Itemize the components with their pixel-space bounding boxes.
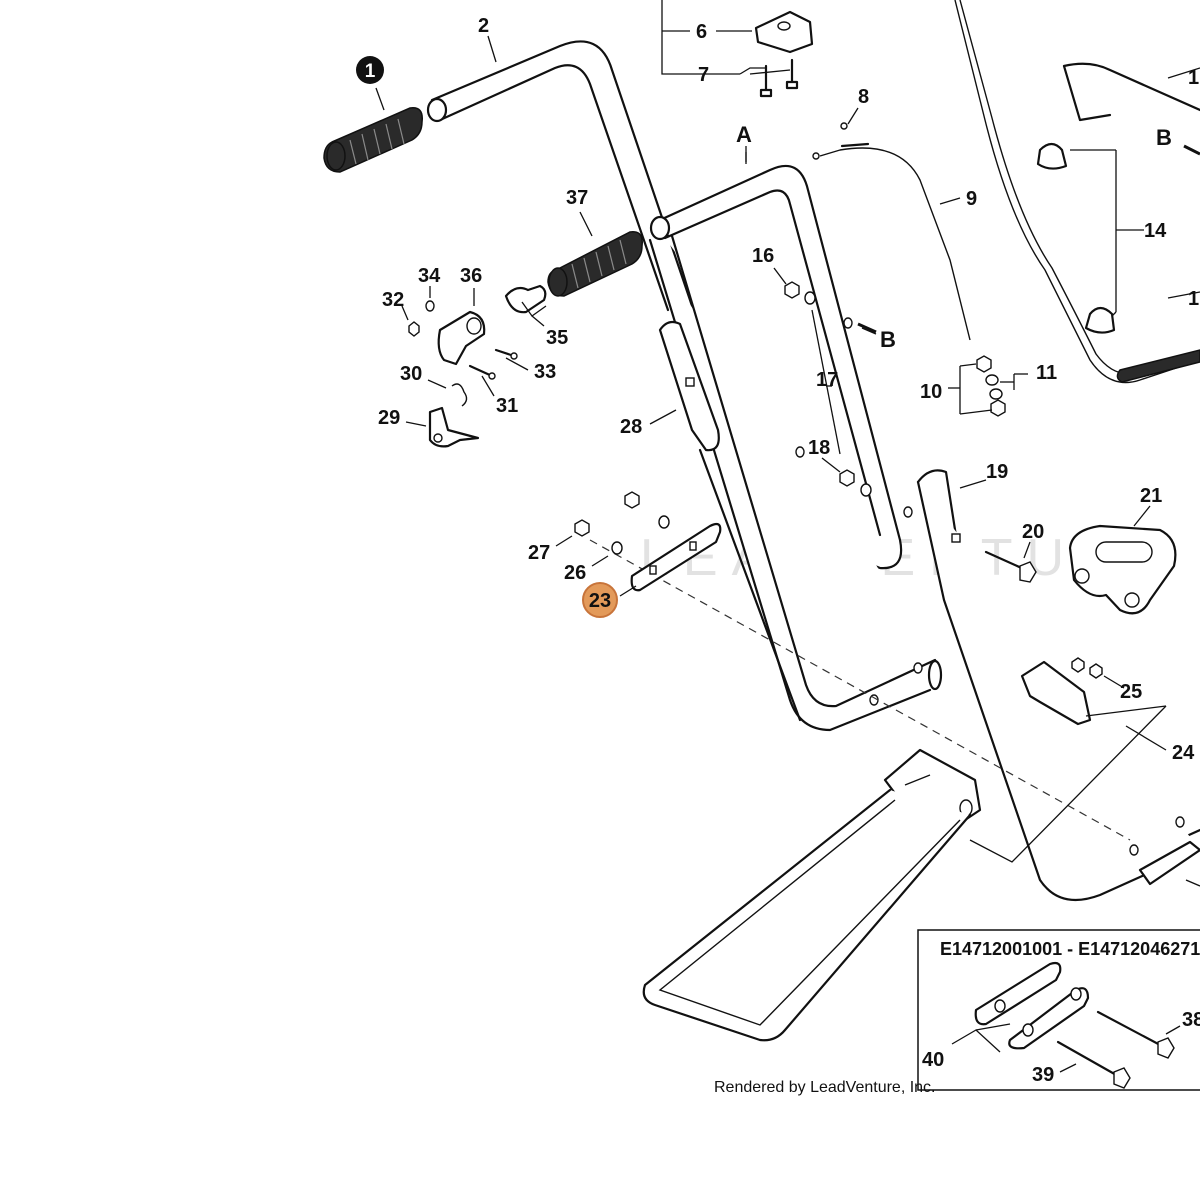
nut-32: [408, 321, 420, 337]
callout-34[interactable]: 34: [418, 265, 441, 287]
inset-bolt-38: [1096, 1010, 1164, 1048]
callout-36[interactable]: 36: [460, 265, 482, 287]
leader-lines: [375, 0, 1200, 863]
callout-letter-b1: B: [880, 327, 896, 352]
leader-b2: [1183, 144, 1200, 156]
bracket-23: [630, 522, 722, 592]
callout-24[interactable]: 24: [1172, 742, 1195, 764]
nut-10b: [990, 399, 1006, 417]
inset-bolt-39: [1056, 1040, 1120, 1078]
callout-32[interactable]: 32: [382, 289, 404, 311]
callout-19[interactable]: 19: [986, 461, 1008, 483]
cable-9: [812, 122, 971, 341]
callout-28[interactable]: 28: [620, 416, 642, 438]
callout-9[interactable]: 9: [966, 188, 977, 210]
callout-29[interactable]: 29: [378, 407, 400, 429]
callout-letter-b2: B: [1156, 125, 1172, 150]
callout-10[interactable]: 10: [920, 381, 942, 403]
callout-23-highlight[interactable]: 23: [582, 582, 618, 618]
washer-11b: [989, 388, 1003, 400]
callout-25[interactable]: 25: [1120, 681, 1142, 703]
housing-36: [437, 310, 486, 366]
grip-1: [323, 107, 423, 173]
screws-7: [759, 58, 799, 98]
nut-16: [784, 281, 800, 299]
grip-37: [547, 231, 643, 297]
callout-1-label: 1: [365, 61, 376, 82]
lower-handle-tube: [648, 164, 943, 732]
washer-17b: [860, 483, 872, 497]
callout-20[interactable]: 20: [1022, 521, 1044, 543]
callout-27[interactable]: 27: [528, 542, 550, 564]
nut-18: [839, 469, 855, 487]
callout-31[interactable]: 31: [496, 395, 518, 417]
callout-18[interactable]: 18: [808, 437, 830, 459]
plate-21: [1068, 524, 1177, 615]
assembly-dashed-line: [589, 539, 1131, 841]
clip-35: [504, 284, 547, 314]
panel-14: [954, 0, 1200, 384]
callout-40[interactable]: 40: [922, 1049, 944, 1071]
inset-box: E14712001001 - E14712046271 40 39 38: [917, 929, 1200, 1091]
callout-30[interactable]: 30: [400, 363, 422, 385]
washer-upper: [658, 515, 670, 529]
inset-serial-range: E14712001001 - E14712046271: [940, 939, 1200, 959]
washer-11a: [985, 374, 999, 386]
lever-29: [428, 406, 480, 448]
callout-33[interactable]: 33: [534, 361, 556, 383]
clamp-6: [754, 10, 814, 54]
callout-cut-mid[interactable]: 1: [1188, 288, 1199, 310]
nut-10a: [976, 355, 992, 373]
callout-1[interactable]: 1: [356, 56, 384, 84]
callout-7[interactable]: 7: [698, 64, 709, 86]
callout-2[interactable]: 2: [478, 15, 489, 37]
callout-35[interactable]: 35: [546, 327, 568, 349]
washer-17a: [804, 291, 816, 305]
render-credit: Rendered by LeadVenture, Inc.: [714, 1079, 936, 1096]
leader-b1: [857, 322, 877, 334]
callout-11[interactable]: 11: [1036, 362, 1057, 384]
bolt-20: [984, 550, 1037, 583]
washer-26: [611, 541, 623, 555]
bolt-33: [494, 348, 518, 360]
callout-37[interactable]: 37: [566, 187, 588, 209]
washer-34: [425, 300, 435, 312]
callout-21[interactable]: 21: [1140, 485, 1162, 507]
spring-30: [451, 383, 468, 407]
callout-38[interactable]: 38: [1182, 1009, 1200, 1031]
kickstand: [642, 748, 982, 1042]
bolt-31: [468, 364, 496, 380]
callout-17[interactable]: 17: [816, 369, 838, 391]
nut-upper: [624, 491, 640, 509]
callout-23: 23: [589, 590, 611, 612]
nut-27: [574, 519, 590, 537]
callout-8[interactable]: 8: [858, 86, 869, 108]
callout-labels: 2 6 7 8 9 10 11 14 16 17 18 19 20 21 24 …: [378, 15, 1199, 764]
callout-cut-top[interactable]: 1: [1188, 67, 1199, 89]
callout-39[interactable]: 39: [1032, 1064, 1054, 1086]
callout-14[interactable]: 14: [1144, 220, 1167, 242]
bracket-24: [1020, 657, 1200, 887]
callout-6[interactable]: 6: [696, 21, 707, 43]
callout-26[interactable]: 26: [564, 562, 586, 584]
callout-16[interactable]: 16: [752, 245, 774, 267]
callout-letter-a: A: [736, 122, 752, 147]
brace-28: [658, 320, 802, 722]
